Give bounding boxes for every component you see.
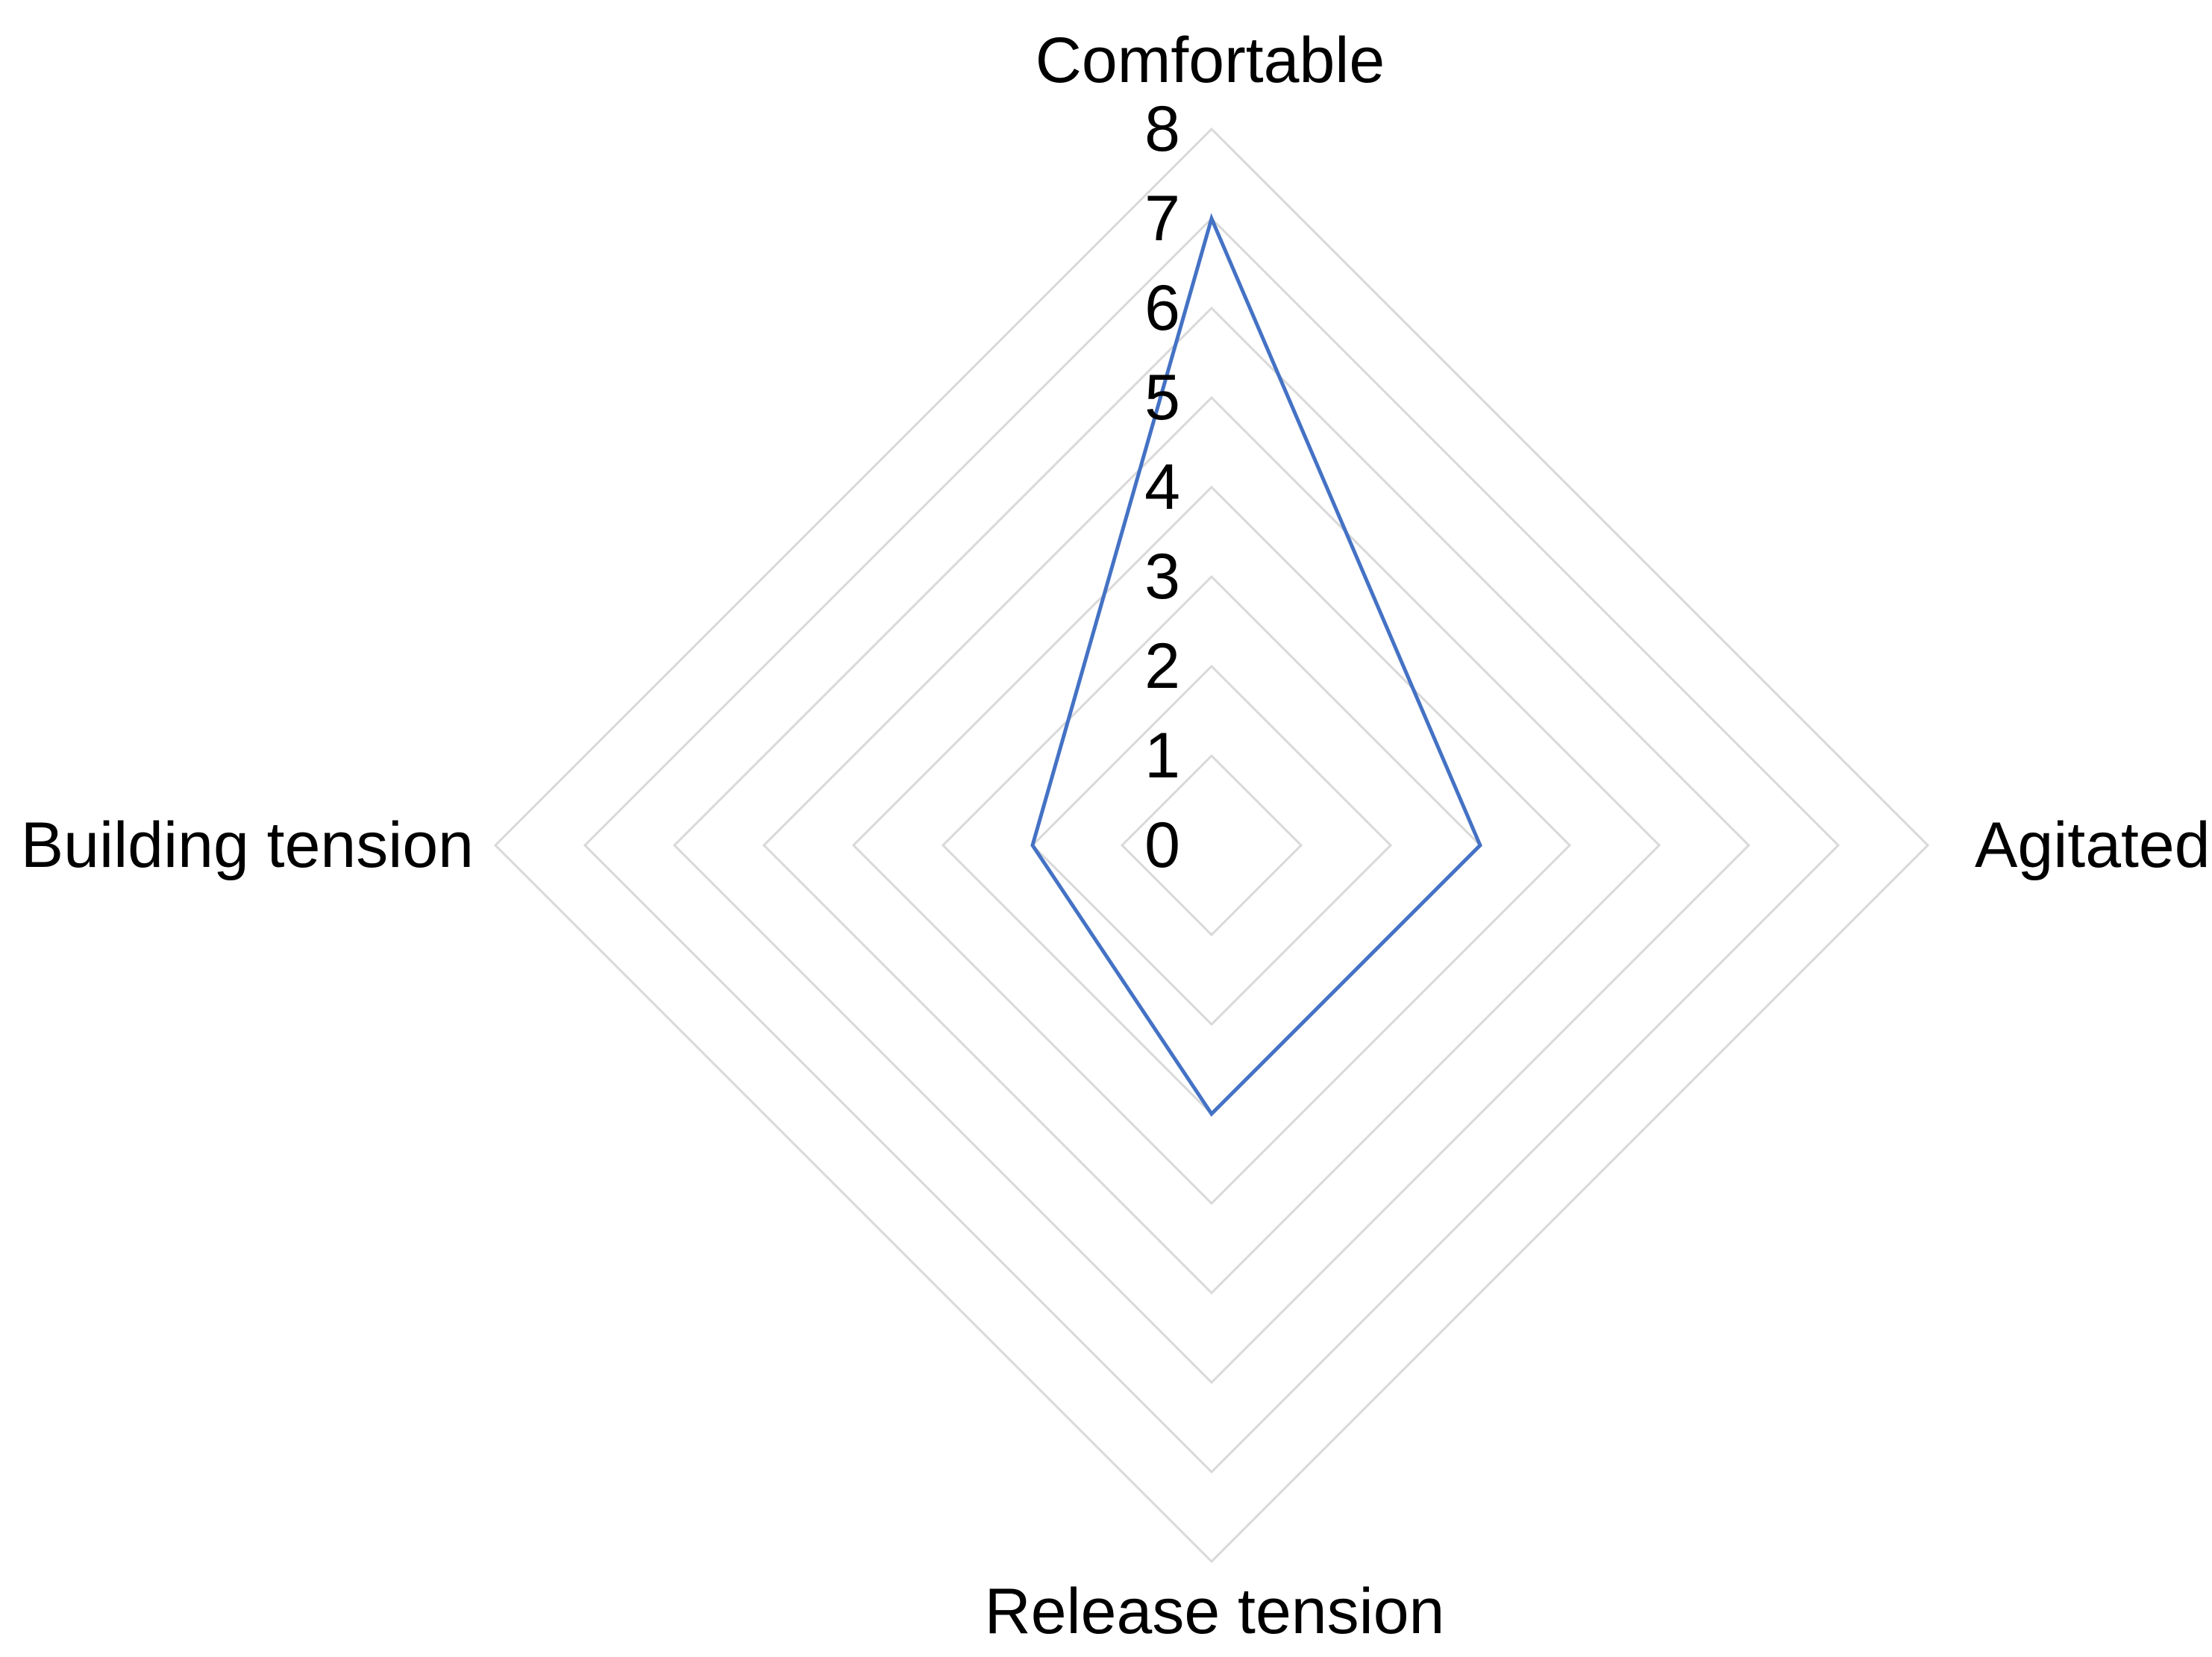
tick-label-6: 6 <box>1144 272 1180 344</box>
tick-label-8: 8 <box>1144 93 1180 165</box>
gridline-ring-5 <box>762 395 1661 1295</box>
axis-label-comfortable: Comfortable <box>1035 25 1385 96</box>
gridline-ring-2 <box>1030 664 1393 1027</box>
tick-label-2: 2 <box>1144 630 1180 702</box>
tick-label-7: 7 <box>1144 183 1180 254</box>
gridline-ring-4 <box>851 485 1572 1206</box>
axis-label-agitated: Agitated <box>1975 809 2211 881</box>
gridline-ring-8 <box>493 127 1930 1564</box>
tick-label-5: 5 <box>1144 362 1180 433</box>
gridline-ring-7 <box>583 216 1840 1474</box>
axis-label-release-tension: Release tension <box>984 1576 1445 1647</box>
axis-label-building-tension: Building tension <box>20 809 474 881</box>
series-polygon-0 <box>1030 213 1482 1117</box>
tick-label-1: 1 <box>1144 720 1180 792</box>
gridline-ring-1 <box>1120 754 1303 937</box>
tick-label-4: 4 <box>1144 451 1180 523</box>
tick-label-0: 0 <box>1144 809 1180 881</box>
gridline-ring-6 <box>672 306 1751 1385</box>
tick-label-3: 3 <box>1144 541 1180 613</box>
